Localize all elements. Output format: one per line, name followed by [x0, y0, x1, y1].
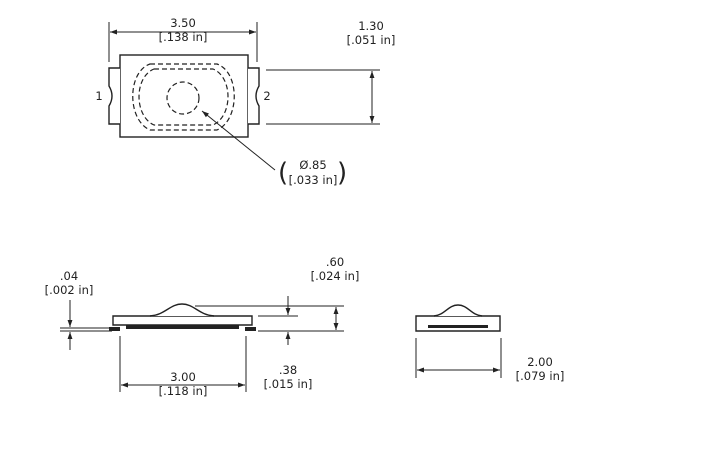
side-view: .04 [.002 in] .60 [.024 in] .38 [.015 in… — [45, 255, 360, 398]
button-circle — [166, 81, 200, 115]
thickness-dim-in: [.002 in] — [45, 283, 94, 297]
paren-open: ( — [278, 158, 288, 188]
actuator-outline — [132, 63, 235, 131]
end-actuator — [433, 304, 483, 317]
width-dim-in: [.138 in] — [159, 30, 208, 44]
pin-2-label: 2 — [263, 89, 270, 103]
length-dim-mm: 3.00 — [170, 370, 196, 384]
base-height-dim-mm: .38 — [279, 363, 297, 377]
total-height-dim-mm: .60 — [326, 255, 344, 269]
height-dim-mm: 1.30 — [358, 19, 384, 33]
package-body — [119, 54, 249, 138]
height-dim-in: [.051 in] — [347, 33, 396, 47]
end-base-plate — [428, 325, 488, 328]
base-height-dim-in: [.015 in] — [264, 377, 313, 391]
width-dim-mm: 3.50 — [170, 16, 196, 30]
diameter-dim-mm: Ø.85 — [299, 158, 326, 172]
side-terminal-right — [245, 327, 256, 331]
length-dim-in: [.118 in] — [159, 384, 208, 398]
end-width-dim-in: [.079 in] — [516, 369, 565, 383]
paren-close: ) — [337, 158, 347, 188]
thickness-dim-mm: .04 — [60, 269, 78, 283]
actuator-inner-outline — [138, 68, 229, 126]
diameter-leader — [201, 110, 276, 171]
pin-1-label: 1 — [95, 89, 102, 103]
total-height-dim-in: [.024 in] — [311, 269, 360, 283]
side-actuator — [149, 303, 215, 317]
top-view: 3.50 [.138 in] 1 2 1.30 [.051 in] ( Ø.85… — [95, 16, 395, 188]
end-width-dim-mm: 2.00 — [527, 355, 553, 369]
side-terminal-left — [109, 327, 120, 331]
end-body — [415, 315, 501, 332]
diameter-dim-in: [.033 in] — [289, 173, 338, 187]
end-view: 2.00 [.079 in] — [415, 304, 565, 383]
side-base-plate — [126, 325, 239, 329]
terminal-right — [248, 67, 260, 125]
side-body — [112, 315, 253, 326]
terminal-left — [108, 67, 120, 125]
